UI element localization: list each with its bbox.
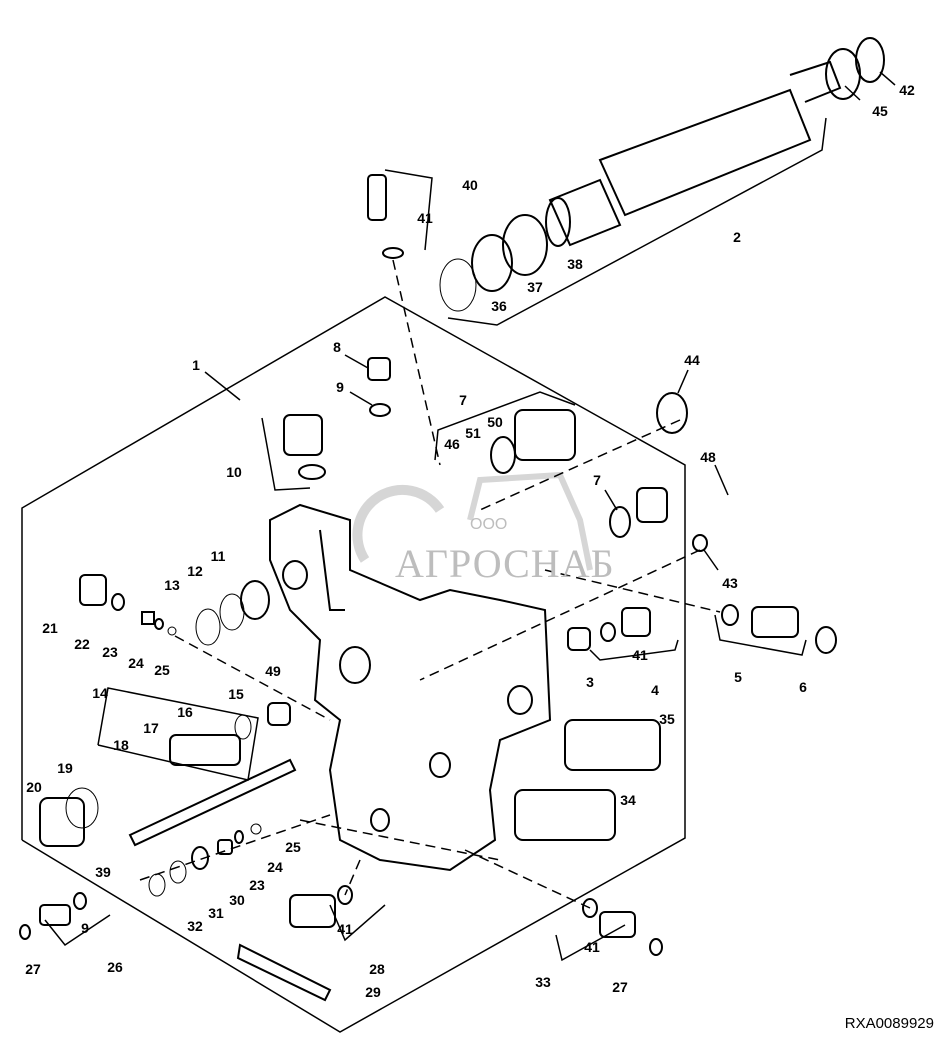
callout-16[interactable]: 16 [177, 704, 193, 720]
callout-29[interactable]: 29 [365, 984, 381, 1000]
callout-18[interactable]: 18 [113, 737, 129, 753]
callout-3[interactable]: 3 [586, 674, 594, 690]
callout-49[interactable]: 49 [265, 663, 281, 679]
assembly-frame [21, 296, 686, 1033]
diagram-reference-id: RXA0089929 [844, 1015, 934, 1032]
callout-46[interactable]: 46 [444, 436, 460, 452]
callout-45[interactable]: 45 [872, 103, 888, 119]
watermark-logo [352, 471, 593, 571]
callout-38[interactable]: 38 [567, 256, 583, 272]
callout-23b[interactable]: 23 [249, 877, 265, 893]
callout-43[interactable]: 43 [722, 575, 738, 591]
callout-31[interactable]: 31 [208, 905, 224, 921]
callout-5[interactable]: 5 [734, 669, 742, 685]
watermark-prefix: ООО [470, 516, 508, 533]
callout-9b[interactable]: 9 [81, 920, 89, 936]
kit-brackets [44, 117, 827, 962]
o-rings [19, 37, 885, 956]
callout-7[interactable]: 7 [459, 392, 467, 408]
callout-51[interactable]: 51 [465, 425, 481, 441]
callout-7b[interactable]: 7 [593, 472, 601, 488]
callout-24b[interactable]: 24 [267, 859, 283, 875]
valve-body [269, 503, 552, 872]
callout-41[interactable]: 41 [417, 210, 433, 226]
callout-17[interactable]: 17 [143, 720, 159, 736]
callout-37[interactable]: 37 [527, 279, 543, 295]
callout-25b[interactable]: 25 [285, 839, 301, 855]
callout-23[interactable]: 23 [102, 644, 118, 660]
callout-40[interactable]: 40 [462, 177, 478, 193]
callout-6[interactable]: 6 [799, 679, 807, 695]
callout-2[interactable]: 2 [733, 229, 741, 245]
callout-27b[interactable]: 27 [612, 979, 628, 995]
callout-34[interactable]: 34 [620, 792, 636, 808]
leader-lines [204, 71, 896, 571]
assembly-lines [139, 259, 721, 909]
callout-11[interactable]: 11 [210, 548, 226, 564]
callout-4[interactable]: 4 [651, 682, 659, 698]
callout-39[interactable]: 39 [95, 864, 111, 880]
callout-21[interactable]: 21 [42, 620, 58, 636]
callout-50[interactable]: 50 [487, 414, 503, 430]
callout-30[interactable]: 30 [229, 892, 245, 908]
callout-10[interactable]: 10 [226, 464, 242, 480]
callout-33[interactable]: 33 [535, 974, 551, 990]
relief-valve-cartridge [545, 60, 842, 247]
callout-1[interactable]: 1 [192, 357, 200, 373]
callout-41c[interactable]: 41 [337, 921, 353, 937]
callout-32[interactable]: 32 [187, 918, 203, 934]
callout-48[interactable]: 48 [700, 449, 716, 465]
callout-15[interactable]: 15 [228, 686, 244, 702]
callout-24[interactable]: 24 [128, 655, 144, 671]
callout-20[interactable]: 20 [26, 779, 42, 795]
callout-36[interactable]: 36 [491, 298, 507, 314]
callout-35[interactable]: 35 [659, 711, 675, 727]
callout-26[interactable]: 26 [107, 959, 123, 975]
watermark-text: АГРОСНАБ [395, 541, 615, 586]
callout-42[interactable]: 42 [899, 82, 915, 98]
callout-41d[interactable]: 41 [584, 939, 600, 955]
callout-22[interactable]: 22 [74, 636, 90, 652]
fittings [39, 174, 799, 1002]
callout-19[interactable]: 19 [57, 760, 73, 776]
callout-27[interactable]: 27 [25, 961, 41, 977]
callout-12[interactable]: 12 [187, 563, 203, 579]
callout-25[interactable]: 25 [154, 662, 170, 678]
callout-14[interactable]: 14 [92, 685, 108, 701]
callout-44[interactable]: 44 [684, 352, 700, 368]
callout-41b[interactable]: 41 [632, 647, 648, 663]
callout-9[interactable]: 9 [336, 379, 344, 395]
callout-28[interactable]: 28 [369, 961, 385, 977]
callout-8[interactable]: 8 [333, 339, 341, 355]
callout-13[interactable]: 13 [164, 577, 180, 593]
